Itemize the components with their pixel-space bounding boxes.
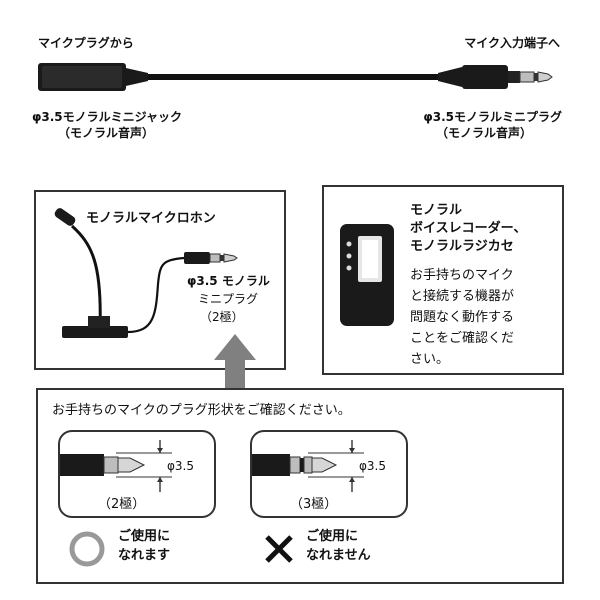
recorder-icon bbox=[340, 224, 394, 326]
cable-right-spec: φ3.5モノラルミニプラグ bbox=[423, 110, 562, 124]
recorder-title-line1: モノラル bbox=[410, 203, 463, 218]
cable-left-top-label: マイクプラグから bbox=[38, 36, 134, 50]
recorder-body-line4: ことをご確認くだ bbox=[410, 331, 515, 346]
plug-check-panel bbox=[36, 388, 564, 584]
mic-plug-line3: （2極） bbox=[200, 310, 244, 324]
plug-check-heading: お手持ちのマイクのプラグ形状をご確認ください。 bbox=[52, 403, 351, 418]
three-pole-diameter: φ3.5 bbox=[359, 459, 386, 473]
two-pole-plug-icon bbox=[60, 440, 172, 492]
cable-right-sub: （モノラル音声） bbox=[435, 126, 532, 140]
ng-line2: なれません bbox=[306, 548, 371, 563]
recorder-title-line2: ボイスレコーダー、 bbox=[410, 221, 527, 236]
cable-left-spec: φ3.5モノラルミニジャック bbox=[32, 110, 183, 124]
recorder-body-line2: と接続する機器が bbox=[410, 289, 515, 304]
jack-icon bbox=[38, 63, 148, 91]
microphone-panel bbox=[34, 190, 286, 370]
ok-line2: なれます bbox=[118, 548, 171, 563]
recorder-title-line3: モノラルラジカセ bbox=[410, 239, 514, 254]
cross-ng-icon bbox=[265, 535, 293, 563]
plug-icon bbox=[438, 65, 553, 89]
two-pole-label: （2極） bbox=[98, 497, 146, 512]
arrow-up-icon bbox=[214, 334, 256, 392]
cable-left-sub: （モノラル音声） bbox=[58, 126, 155, 140]
two-pole-card bbox=[58, 430, 216, 518]
extension-cable bbox=[38, 63, 553, 91]
ok-line1: ご使用に bbox=[118, 529, 171, 544]
microphone-icon bbox=[54, 208, 238, 338]
ng-line1: ご使用に bbox=[306, 529, 359, 544]
microphone-title: モノラルマイクロホン bbox=[86, 211, 216, 226]
mic-plug-line2: ミニプラグ bbox=[198, 292, 259, 306]
three-pole-label: （3極） bbox=[290, 497, 338, 512]
cable-right-top-label: マイク入力端子へ bbox=[464, 36, 560, 50]
recorder-body-line5: さい。 bbox=[410, 352, 450, 367]
three-pole-card bbox=[250, 430, 408, 518]
mic-plug-line1: φ3.5 モノラル bbox=[187, 274, 270, 288]
recorder-body-line1: お手持ちのマイク bbox=[410, 268, 514, 283]
circle-ok-icon bbox=[69, 531, 105, 567]
two-pole-diameter: φ3.5 bbox=[167, 459, 194, 473]
three-pole-plug-icon bbox=[252, 440, 364, 492]
recorder-body-line3: 問題なく動作する bbox=[410, 310, 515, 325]
